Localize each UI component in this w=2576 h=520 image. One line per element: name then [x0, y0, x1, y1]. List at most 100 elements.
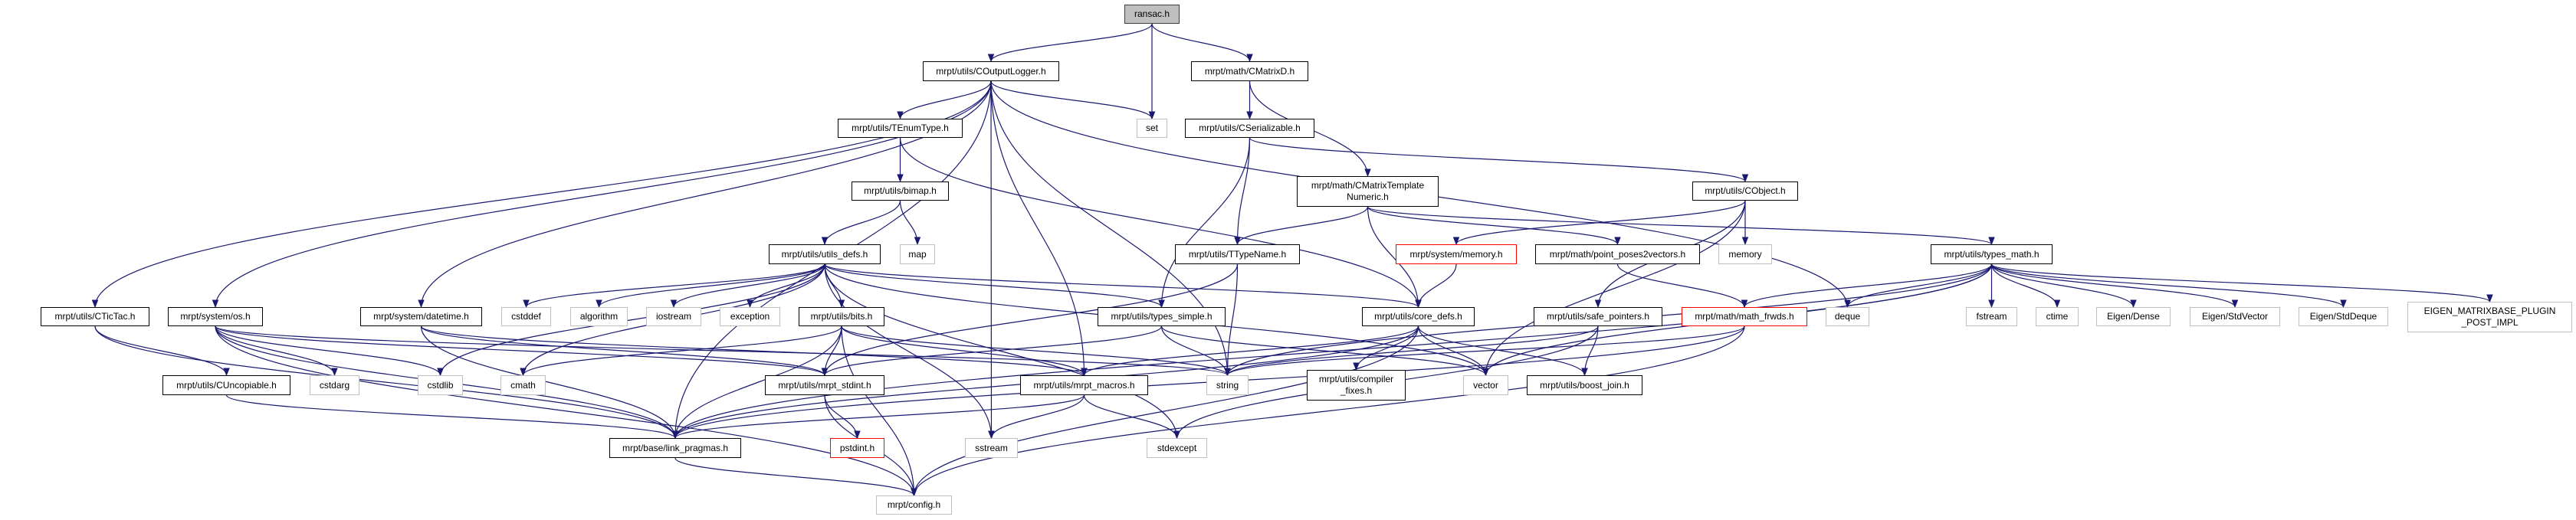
node-vector: vector — [1463, 375, 1508, 395]
node-iostream: iostream — [646, 307, 701, 326]
edge-typessimple-to-mrptstdint — [821, 325, 1163, 377]
edge-utilsdefs-to-coredefs — [824, 263, 1422, 309]
edge-typesmath-to-eigenstddeque — [1990, 263, 2347, 309]
node-ctictac[interactable]: mrpt/utils/CTicTac.h — [41, 307, 149, 326]
edge-typessimple-to-vector — [1160, 325, 1489, 377]
node-map: map — [900, 244, 935, 264]
node-stdexcept: stdexcept — [1147, 438, 1207, 458]
node-os[interactable]: mrpt/system/os.h — [168, 307, 263, 326]
node-bits[interactable]: mrpt/utils/bits.h — [799, 307, 884, 326]
node-sysmemory[interactable]: mrpt/system/memory.h — [1396, 244, 1517, 264]
edge-datetime-to-linkpragmas — [420, 325, 679, 440]
node-cserializable[interactable]: mrpt/utils/CSerializable.h — [1185, 119, 1314, 138]
node-deque: deque — [1826, 307, 1869, 326]
edge-linkpragmas-to-config — [674, 457, 917, 497]
node-tenumtype[interactable]: mrpt/utils/TEnumType.h — [838, 119, 963, 138]
node-pointposes[interactable]: mrpt/math/point_poses2vectors.h — [1535, 244, 1700, 264]
edge-bits-to-cmath — [520, 325, 842, 377]
node-exception: exception — [720, 307, 780, 326]
edge-cmatrixtemplate-to-typesmath — [1367, 206, 1995, 246]
edge-cuncopiable-to-linkpragmas — [225, 394, 679, 440]
edge-coredefs-to-mrptmacros — [1081, 325, 1419, 377]
node-eigenstddeque: Eigen/StdDeque — [2299, 307, 2388, 326]
node-mrptmacros[interactable]: mrpt/utils/mrpt_macros.h — [1020, 375, 1148, 395]
edge-utilsdefs-to-iostream — [670, 263, 825, 309]
node-eigenplugin: EIGEN_MATRIXBASE_PLUGIN _POST_IMPL — [2407, 302, 2572, 332]
node-string: string — [1206, 375, 1249, 395]
node-pstdint[interactable]: pstdint.h — [830, 438, 884, 458]
edge-datetime-to-mrptmacros — [420, 325, 1088, 377]
edge-cmatrixtemplate-to-ttypename — [1234, 206, 1369, 246]
node-typessimple[interactable]: mrpt/utils/types_simple.h — [1098, 307, 1226, 326]
node-cuncopiable[interactable]: mrpt/utils/CUncopiable.h — [162, 375, 290, 395]
edge-sysmemory-to-coredefs — [1415, 263, 1457, 309]
node-bimap[interactable]: mrpt/utils/bimap.h — [852, 182, 949, 201]
edge-mathfrwds-to-string — [1224, 325, 1745, 377]
node-cobject[interactable]: mrpt/utils/CObject.h — [1692, 182, 1798, 201]
edge-ransac-to-coutputlogger — [987, 23, 1153, 63]
node-coredefs[interactable]: mrpt/utils/core_defs.h — [1362, 307, 1475, 326]
node-compilerfixes[interactable]: mrpt/utils/compiler _fixes.h — [1307, 370, 1406, 401]
edge-cserializable-to-ttypename — [1234, 137, 1251, 246]
node-ransac[interactable]: ransac.h — [1124, 5, 1180, 24]
node-cmath: cmath — [500, 375, 546, 395]
edge-typessimple-to-string — [1160, 325, 1231, 377]
edge-coutputlogger-to-mrptmacros — [990, 80, 1088, 377]
node-set: set — [1137, 119, 1167, 138]
edge-coutputlogger-to-set — [990, 80, 1156, 120]
edge-ctictac-to-linkpragmas — [94, 325, 679, 440]
edge-coredefs-to-compilerfixes — [1353, 325, 1419, 371]
edge-os-to-cstdlib — [215, 325, 444, 377]
edge-mathfrwds-to-config — [911, 325, 1745, 497]
edge-cserializable-to-cobject — [1249, 137, 1749, 183]
edge-os-to-config — [215, 325, 917, 497]
edge-bimap-to-utilsdefs — [821, 200, 901, 246]
node-fstream: fstream — [1966, 307, 2017, 326]
edge-typesmath-to-eigenplugin — [1990, 263, 2493, 303]
edge-bits-to-linkpragmas — [671, 325, 842, 440]
edge-coutputlogger-to-sstream — [988, 80, 995, 440]
edge-utilsdefs-to-typessimple — [824, 263, 1165, 309]
node-cstdlib: cstdlib — [418, 375, 463, 395]
node-algorithm: algorithm — [570, 307, 628, 326]
edge-os-to-cstdarg — [215, 325, 338, 377]
node-datetime[interactable]: mrpt/system/datetime.h — [360, 307, 482, 326]
node-mrptstdint[interactable]: mrpt/utils/mrpt_stdint.h — [765, 375, 884, 395]
edge-bits-to-string — [841, 325, 1231, 377]
node-config: mrpt/config.h — [876, 495, 952, 515]
node-memory: memory — [1718, 244, 1772, 264]
node-cmatrixtemplate[interactable]: mrpt/math/CMatrixTemplate Numeric.h — [1297, 176, 1439, 207]
edge-coredefs-to-vector — [1417, 325, 1489, 377]
node-coutputlogger[interactable]: mrpt/utils/COutputLogger.h — [923, 61, 1059, 81]
node-cstddef: cstddef — [501, 307, 551, 326]
edge-ctictac-to-cuncopiable — [94, 325, 230, 377]
edge-ttypename-to-mrptstdint — [821, 263, 1239, 377]
node-typesmath[interactable]: mrpt/utils/types_math.h — [1931, 244, 2053, 264]
node-eigendense: Eigen/Dense — [2096, 307, 2171, 326]
node-ttypename[interactable]: mrpt/utils/TTypeName.h — [1175, 244, 1300, 264]
edge-utilsdefs-to-cstdlib — [437, 263, 825, 377]
edge-pointposes-to-mathfrwds — [1616, 263, 1748, 309]
node-linkpragmas[interactable]: mrpt/base/link_pragmas.h — [609, 438, 741, 458]
edge-typesmath-to-ctime — [1990, 263, 2061, 309]
edge-cobject-to-vector — [1482, 200, 1746, 377]
edge-tenumtype-to-coredefs — [899, 137, 1422, 309]
edge-cmatrixtemplate-to-coredefs — [1367, 206, 1422, 309]
node-mathfrwds[interactable]: mrpt/math/math_frwds.h — [1682, 307, 1807, 326]
node-boostjoin[interactable]: mrpt/utils/boost_join.h — [1527, 375, 1642, 395]
edge-cobject-to-sysmemory — [1452, 200, 1746, 246]
node-utilsdefs[interactable]: mrpt/utils/utils_defs.h — [769, 244, 881, 264]
edge-coredefs-to-boostjoin — [1417, 325, 1588, 377]
edge-utilsdefs-to-sstream — [824, 263, 995, 440]
node-cstdarg: cstdarg — [310, 375, 359, 395]
edge-ttypename-to-string — [1224, 263, 1239, 377]
edge-os-to-mrptstdint — [215, 325, 829, 377]
node-cmatrixd[interactable]: mrpt/math/CMatrixD.h — [1191, 61, 1308, 81]
edge-bits-to-mrptmacros — [841, 325, 1088, 377]
edge-utilsdefs-to-stdexcept — [824, 263, 1180, 440]
edge-typesmath-to-mathfrwds — [1741, 263, 1993, 309]
edge-utilsdefs-to-algorithm — [596, 263, 825, 309]
edge-utilsdefs-to-exception — [747, 263, 825, 309]
node-safepointers[interactable]: mrpt/utils/safe_pointers.h — [1534, 307, 1662, 326]
